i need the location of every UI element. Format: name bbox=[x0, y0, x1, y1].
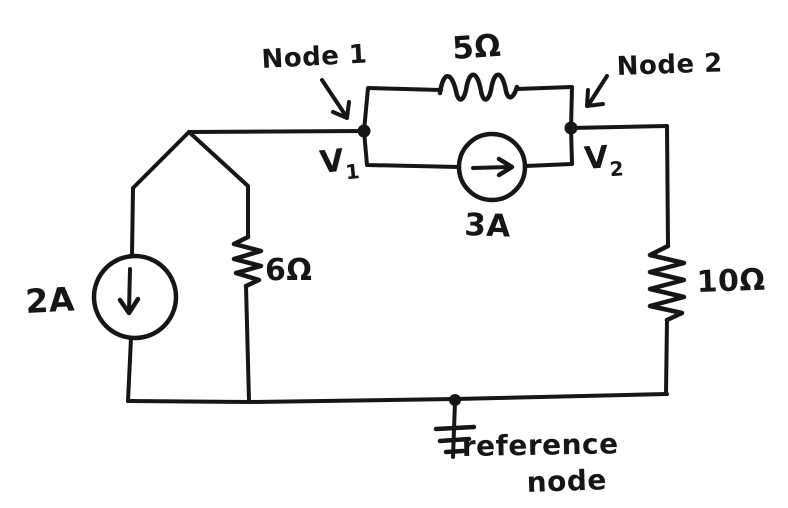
ground-bar-1 bbox=[433, 424, 477, 432]
node2-arrowhead bbox=[585, 88, 605, 108]
current-source-2a-arrow-shaft bbox=[127, 267, 132, 313]
wire-node2-to-r10 bbox=[569, 124, 670, 248]
reference-node-dot bbox=[449, 394, 461, 406]
current-source-2a-arrowhead-down-icon bbox=[117, 296, 141, 316]
current-source-3a bbox=[456, 131, 528, 203]
wire-peak-to-node1 bbox=[187, 129, 366, 134]
resistor-5ohm-value-label: 5Ω bbox=[451, 28, 502, 67]
wire-peak-to-source2a bbox=[130, 130, 191, 258]
node2-callout-arrow-icon bbox=[585, 74, 609, 108]
current-source-2a bbox=[91, 253, 179, 341]
node1-arrowhead bbox=[331, 100, 351, 120]
wire-r5-to-node2 bbox=[515, 85, 574, 130]
node1-callout-label: Node 1 bbox=[261, 39, 368, 75]
node1-dot bbox=[357, 124, 371, 138]
wire-node1-to-source3a bbox=[362, 129, 461, 169]
current-source-2a-circle bbox=[91, 253, 179, 341]
source-3a-value-label: 3A bbox=[464, 207, 512, 245]
resistor-6ohm-value-label: 6Ω bbox=[265, 253, 312, 288]
node1-callout-arrow-icon bbox=[320, 78, 351, 120]
resistors bbox=[231, 72, 687, 323]
node2-dot bbox=[564, 121, 578, 135]
resistor-10ohm-icon bbox=[647, 243, 687, 323]
wire-peak-to-r6 bbox=[187, 130, 250, 239]
v2-voltage-label: V2 bbox=[583, 138, 625, 183]
wire-r10-to-bottom bbox=[664, 318, 669, 396]
v2-base: V bbox=[583, 139, 610, 177]
v1-subscript: 1 bbox=[344, 159, 361, 184]
wire-node1-to-r5 bbox=[362, 86, 443, 133]
current-source-3a-arrowhead-right-icon bbox=[496, 156, 515, 178]
resistor-10ohm-value-label: 10Ω bbox=[696, 263, 766, 300]
resistor-6ohm-icon bbox=[231, 234, 264, 289]
wires bbox=[126, 85, 670, 404]
wire-source2a-to-bottom bbox=[126, 336, 133, 403]
current-source-3a-arrow-shaft bbox=[471, 165, 511, 170]
v1-base: V bbox=[318, 143, 346, 181]
ground-icon bbox=[433, 400, 477, 459]
current-source-3a-circle bbox=[456, 131, 528, 203]
wire-r6-to-bottom bbox=[244, 284, 251, 403]
wire-source3a-to-node2 bbox=[523, 126, 574, 168]
v2-subscript: 2 bbox=[609, 156, 625, 181]
reference-node-label-line2: node bbox=[526, 463, 607, 499]
ground-bar-2 bbox=[437, 436, 472, 444]
wire-bottom-rail bbox=[126, 392, 669, 404]
v1-voltage-label: V1 bbox=[318, 141, 361, 187]
reference-node-label-line1: reference bbox=[462, 427, 619, 463]
node2-callout-label: Node 2 bbox=[616, 48, 723, 82]
node2-arrow-shaft bbox=[587, 74, 609, 106]
source-2a-value-label: 2A bbox=[24, 279, 75, 321]
resistor-5ohm-icon bbox=[437, 72, 520, 102]
node1-arrow-shaft bbox=[320, 78, 348, 118]
ground-bar-3 bbox=[443, 448, 466, 455]
